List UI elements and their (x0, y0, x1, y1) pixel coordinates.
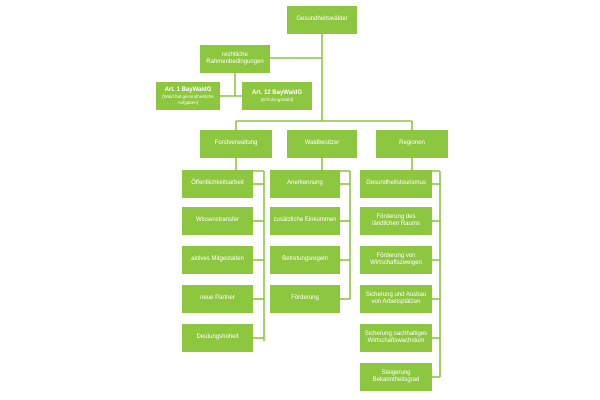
forstverwaltung-item: aktives Mitgestalten (182, 246, 253, 274)
column-header-forstverwaltung: Forstverwaltung (200, 130, 272, 158)
art1-node: Art. 1 BayWaldG (Wald hat gesundheitlich… (156, 82, 220, 110)
forstverwaltung-item: Deutungshoheit (182, 324, 253, 352)
waldbesitzer-item: zusätzliche Einkommen (270, 207, 340, 235)
art1-subtitle: (Wald hat gesundheitliche Aufgaben) (162, 94, 214, 105)
regionen-item: Förderung von Wirtschaftszweigen (360, 246, 432, 274)
forstverwaltung-item: neue Partner (182, 285, 253, 313)
column-header-regionen: Regionen (376, 130, 448, 158)
art12-node: Art. 12 BayWaldG (Erholungswald) (242, 82, 312, 110)
regionen-item: Förderung des ländlichen Raums (360, 207, 432, 235)
forstverwaltung-item: Wissenstransfer (182, 207, 253, 235)
forstverwaltung-item: Öffentlichkeitsarbeit (182, 170, 253, 198)
waldbesitzer-item: Anerkennung (270, 170, 340, 198)
column-header-waldbesitzer: Waldbesitzer (287, 130, 357, 158)
legal-framework-node: rechtliche Rahmenbedingungen (200, 45, 270, 73)
root-node: Gesundheitswälder (287, 6, 357, 34)
art1-title: Art. 1 BayWaldG (164, 86, 212, 93)
legal-framework-label: rechtliche Rahmenbedingungen (206, 51, 264, 66)
art12-subtitle: (Erholungswald) (260, 97, 294, 103)
art12-title: Art. 12 BayWaldG (251, 89, 303, 96)
waldbesitzer-item: Betretungsregeln (270, 246, 340, 274)
regionen-item: Sicherung und Ausbau von Arbeitsplätzen (360, 285, 432, 313)
regionen-item: Gesundheitstourismus (360, 170, 432, 198)
regionen-item: Steigerung Bekanntheitsgrad (360, 363, 432, 391)
waldbesitzer-item: Förderung (270, 285, 340, 313)
regionen-item: Sicherung nachhaltiges Wirtschaftswachst… (360, 324, 432, 352)
